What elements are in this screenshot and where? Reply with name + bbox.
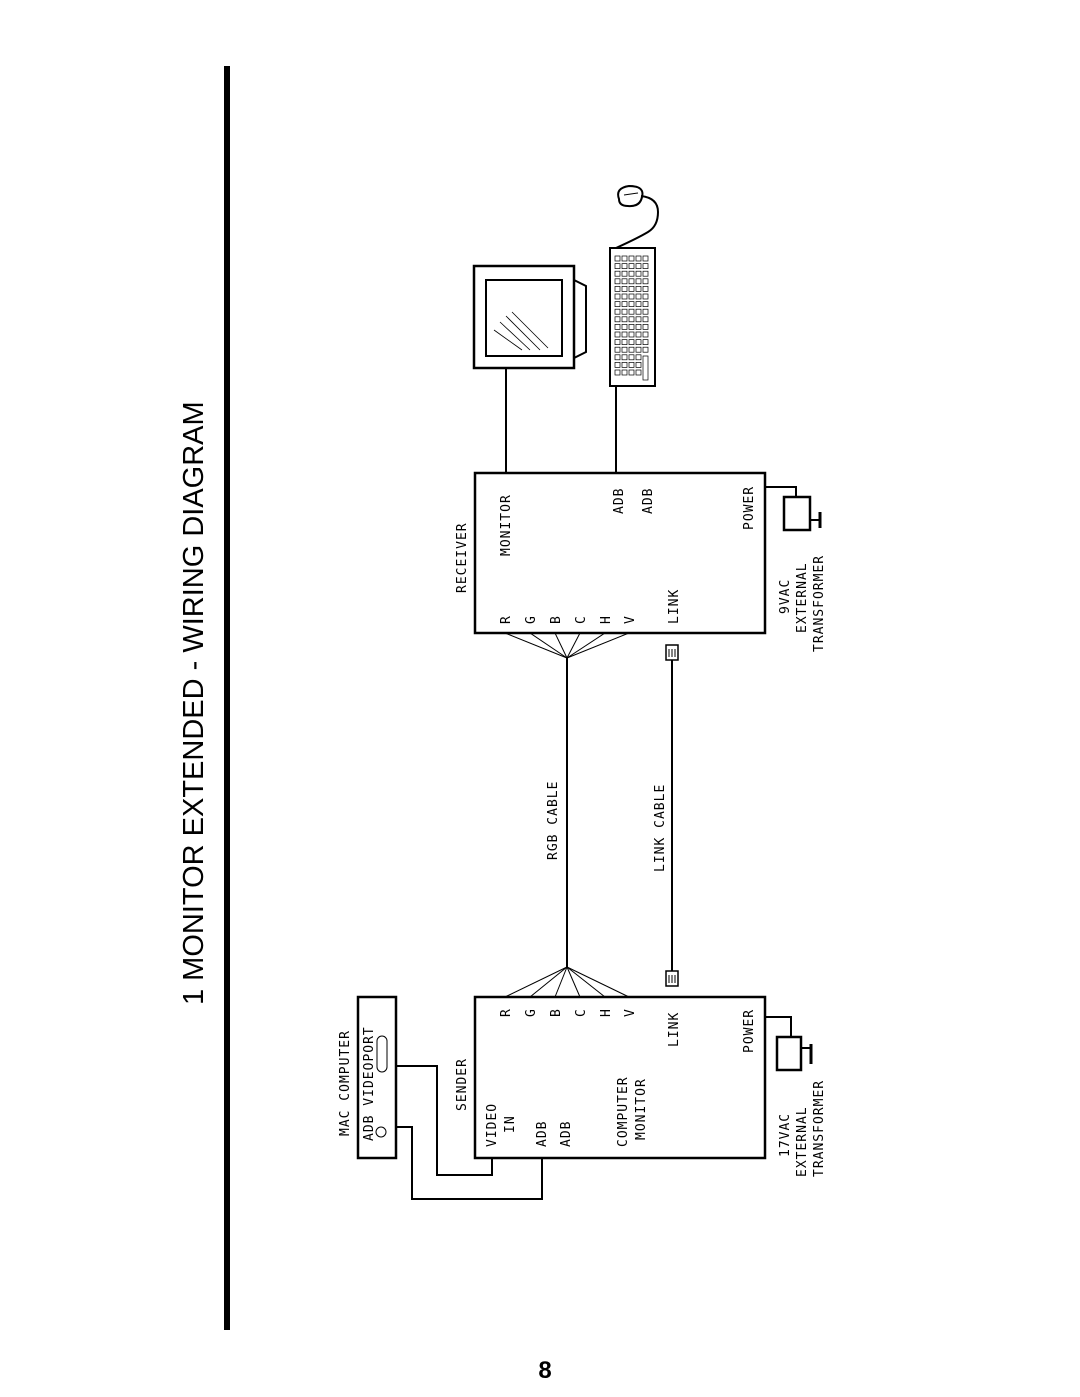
sender-power-cord bbox=[765, 1016, 792, 1037]
mac-computer-label: MAC COMPUTER bbox=[338, 1030, 353, 1136]
sender-box bbox=[473, 995, 767, 1160]
receiver-power-label: POWER bbox=[742, 486, 757, 530]
receiver-monitor-label: MONITOR bbox=[499, 494, 514, 556]
page-number: 8 bbox=[538, 1357, 551, 1384]
receiver-transformer-icon bbox=[782, 495, 812, 532]
receiver-adb-label-2: ADB bbox=[641, 488, 656, 514]
sender-pin-g: G bbox=[524, 1008, 539, 1017]
receiver-pin-r: R bbox=[499, 615, 514, 624]
mac-computer-box bbox=[356, 995, 398, 1160]
receiver-transformer-label-2: EXTERNAL bbox=[795, 562, 810, 633]
sender-video-in-label-1: VIDEO bbox=[485, 1103, 500, 1147]
sender-adb-label-2: ADB bbox=[559, 1121, 574, 1147]
receiver-pin-b: B bbox=[549, 615, 564, 624]
sender-power-label: POWER bbox=[742, 1009, 757, 1053]
monitor-icon bbox=[472, 264, 587, 370]
rgb-cable: RGB CABLE bbox=[504, 632, 630, 998]
receiver-unit: RECEIVER MONITOR ADB ADB R G B C H V LIN… bbox=[455, 471, 767, 635]
sender-transformer-label-3: TRANSFORMER bbox=[812, 1080, 827, 1177]
keyboard-icon bbox=[609, 247, 656, 387]
receiver-adb-label-1: ADB bbox=[612, 488, 627, 514]
receiver-link-label: LINK bbox=[667, 589, 682, 624]
receiver-title: RECEIVER bbox=[455, 522, 470, 593]
receiver-pin-c: C bbox=[574, 615, 589, 624]
sender-pin-b: B bbox=[549, 1008, 564, 1017]
sender-computer-monitor-label-2: MONITOR bbox=[634, 1078, 649, 1140]
sender-transformer: 17VAC EXTERNAL TRANSFORMER bbox=[765, 1016, 827, 1177]
link-cable-label: LINK CABLE bbox=[653, 784, 668, 872]
receiver-box bbox=[473, 471, 767, 635]
sender-title: SENDER bbox=[455, 1058, 470, 1111]
sender-pin-c: C bbox=[574, 1008, 589, 1017]
sender-video-in-label-2: IN bbox=[503, 1115, 518, 1133]
link-cable: LINK CABLE bbox=[653, 644, 679, 987]
sender-computer-monitor-label-1: COMPUTER bbox=[616, 1076, 631, 1147]
receiver-pin-v: V bbox=[623, 615, 638, 624]
adb-wire bbox=[396, 1126, 543, 1200]
receiver-transformer: 9VAC EXTERNAL TRANSFORMER bbox=[765, 486, 827, 652]
mac-computer: MAC COMPUTER ADB VIDEOPORT bbox=[338, 995, 398, 1160]
receiver-transformer-label-1: 9VAC bbox=[778, 579, 793, 614]
sender-transformer-label-2: EXTERNAL bbox=[795, 1106, 810, 1177]
video-in-wire bbox=[396, 1065, 493, 1176]
sender-transformer-icon bbox=[775, 1035, 803, 1072]
mouse-cord bbox=[615, 195, 660, 249]
receiver-power-cord bbox=[765, 486, 797, 497]
sender-pin-v: V bbox=[623, 1008, 638, 1017]
page-title: 1 MONITOR EXTENDED - WIRING DIAGRAM bbox=[178, 401, 210, 1005]
sender-link-label: LINK bbox=[667, 1012, 682, 1047]
rgb-cable-label: RGB CABLE bbox=[546, 781, 561, 860]
sender-adb-label-1: ADB bbox=[535, 1121, 550, 1147]
receiver-pin-h: H bbox=[599, 615, 614, 624]
mac-computer-ports-label: ADB VIDEOPORT bbox=[362, 1026, 377, 1141]
adb-port-icon bbox=[375, 1126, 387, 1138]
mouse-icon bbox=[615, 184, 660, 249]
receiver-pin-g: G bbox=[524, 615, 539, 624]
video-port-icon bbox=[376, 1035, 388, 1073]
receiver-transformer-label-3: TRANSFORMER bbox=[812, 555, 827, 652]
vertical-rule bbox=[224, 66, 230, 1330]
sender-transformer-label-1: 17VAC bbox=[778, 1113, 793, 1157]
sender-pin-r: R bbox=[499, 1008, 514, 1017]
sender-pin-h: H bbox=[599, 1008, 614, 1017]
sender-unit: SENDER VIDEO IN ADB ADB COMPUTER MONITOR… bbox=[455, 995, 767, 1160]
